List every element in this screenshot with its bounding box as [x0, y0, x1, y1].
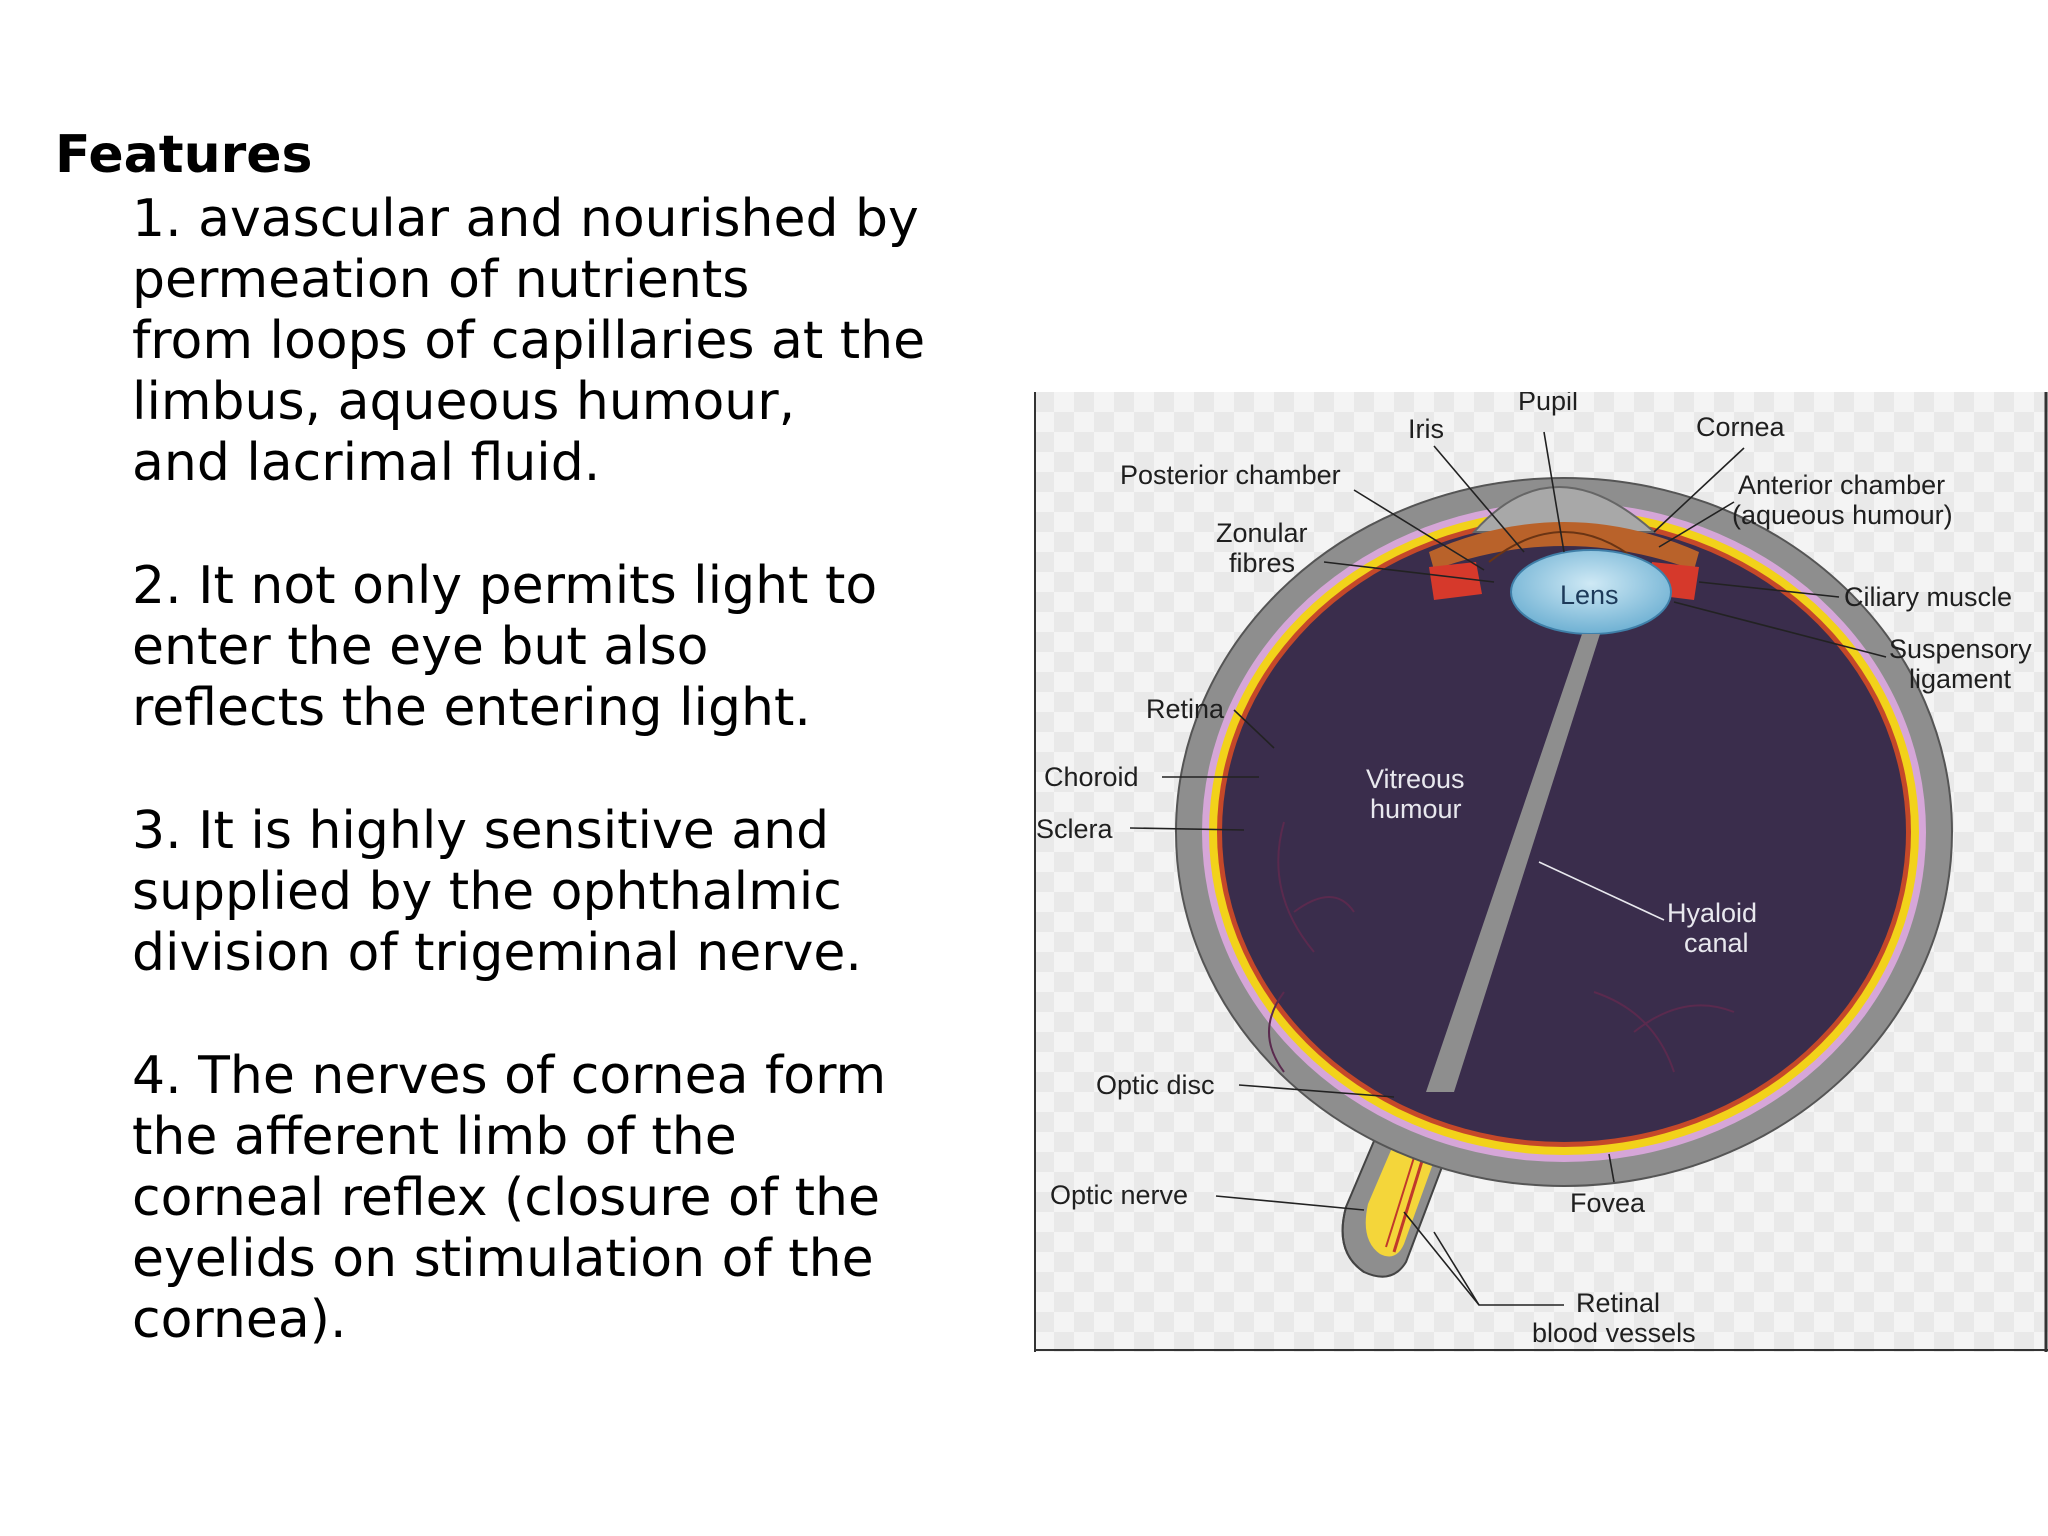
fovea-label: Fovea [1570, 1188, 1646, 1218]
lens-label: Lens [1560, 580, 1619, 610]
feature-line: 1. avascular and nourished by [132, 189, 919, 249]
iris-leader [1433, 445, 1525, 553]
retina-leader [1233, 709, 1275, 749]
hyaloid-canal-shape [1426, 634, 1600, 1092]
hyaloid-canal-label-line1: Hyaloid [1667, 898, 1757, 928]
fovea-leader [1608, 1153, 1615, 1183]
optic-nerve-leader [1215, 1195, 1365, 1211]
vitreous-humour-label-line2: humour [1370, 794, 1462, 824]
feature-line: eyelids on stimulation of the [132, 1229, 874, 1289]
sclera-leader [1129, 827, 1245, 831]
anterior-chamber-leader [1658, 501, 1735, 548]
feature-line: limbus, aqueous humour, [132, 372, 796, 432]
zonular-fibres-leader [1323, 561, 1495, 583]
feature-line: corneal reflex (closure of the [132, 1168, 880, 1228]
retinal-vessels-left [1268, 821, 1355, 1073]
retinal-vessels-right [1593, 991, 1735, 1073]
feature-item-4: 4. The nerves of cornea form the afferen… [132, 1046, 955, 1351]
anterior-chamber-label-line2: (aqueous humour) [1732, 500, 1953, 530]
suspensory-ligament-label-line1: Suspensory [1889, 634, 2032, 664]
features-list: 1. avascular and nourished by permeation… [132, 189, 955, 1351]
feature-line: 2. It not only permits light to [132, 556, 878, 616]
retinal-blood-vessels-label-line2: blood vessels [1532, 1318, 1696, 1348]
feature-line: reflects the entering light. [132, 678, 811, 738]
optic-disc-leader [1238, 1084, 1395, 1098]
optic-nerve-label: Optic nerve [1050, 1180, 1188, 1210]
feature-item-3: 3. It is highly sensitive and supplied b… [132, 801, 955, 984]
choroid-label: Choroid [1044, 762, 1139, 792]
optic-nerve-end [1341, 1206, 1365, 1273]
posterior-chamber-label: Posterior chamber [1120, 460, 1341, 490]
ciliary-muscle-leader [1698, 581, 1840, 598]
cornea-label: Cornea [1696, 412, 1786, 442]
feature-line: 4. The nerves of cornea form [132, 1046, 887, 1106]
vitreous-humour-label-line1: Vitreous [1366, 764, 1465, 794]
zonular-fibres-label-line2: fibres [1229, 548, 1295, 578]
zonular-fibres-label-line1: Zonular [1216, 518, 1308, 548]
ciliary-muscle-label: Ciliary muscle [1844, 582, 2012, 612]
retina-label: Retina [1146, 694, 1225, 724]
posterior-chamber-leader [1353, 489, 1485, 571]
retinal-blood-vessels-label-line1: Retinal [1576, 1288, 1660, 1318]
feature-line: from loops of capillaries at the [132, 311, 926, 371]
hyaloid-canal-label-line2: canal [1684, 928, 1749, 958]
text-panel: Features 1. avascular and nourished by p… [55, 125, 955, 1413]
suspensory-ligament-leader [1673, 601, 1887, 658]
cornea-leader [1653, 447, 1745, 533]
pupil-leader [1543, 431, 1565, 553]
feature-line: cornea). [132, 1290, 347, 1350]
feature-item-2: 2. It not only permits light to enter th… [132, 556, 955, 739]
eye-diagram: Pupil Iris Cornea Posterior chamber Ante… [1034, 392, 2048, 1352]
feature-line: the afferent limb of the [132, 1107, 737, 1167]
features-heading: Features [55, 125, 313, 185]
feature-item-1: 1. avascular and nourished by permeation… [132, 189, 955, 494]
hyaloid-canal-leader [1538, 861, 1665, 921]
iris-shape [1429, 522, 1699, 570]
ciliary-muscle-left [1429, 562, 1482, 600]
iris-stripes [1488, 531, 1640, 563]
feature-line: enter the eye but also [132, 617, 709, 677]
optic-disc-label: Optic disc [1096, 1070, 1215, 1100]
iris-label: Iris [1408, 414, 1444, 444]
eye-anatomy-figure: Pupil Iris Cornea Posterior chamber Ante… [1034, 392, 2048, 1352]
feature-line: division of trigeminal nerve. [132, 923, 862, 983]
feature-line: 3. It is highly sensitive and [132, 801, 830, 861]
suspensory-ligament-label-line2: ligament [1909, 664, 2012, 694]
cornea-shape [1471, 486, 1657, 533]
retinal-blood-vessels-leader-2 [1433, 1231, 1480, 1306]
sclera-label: Sclera [1036, 814, 1114, 844]
feature-line: permeation of nutrients [132, 250, 750, 310]
pupil-label: Pupil [1518, 392, 1578, 416]
feature-line: supplied by the ophthalmic [132, 862, 842, 922]
vitreous-humour-body [1222, 522, 1906, 1142]
anterior-chamber-label-line1: Anterior chamber [1738, 470, 1945, 500]
feature-line: and lacrimal fluid. [132, 433, 601, 493]
